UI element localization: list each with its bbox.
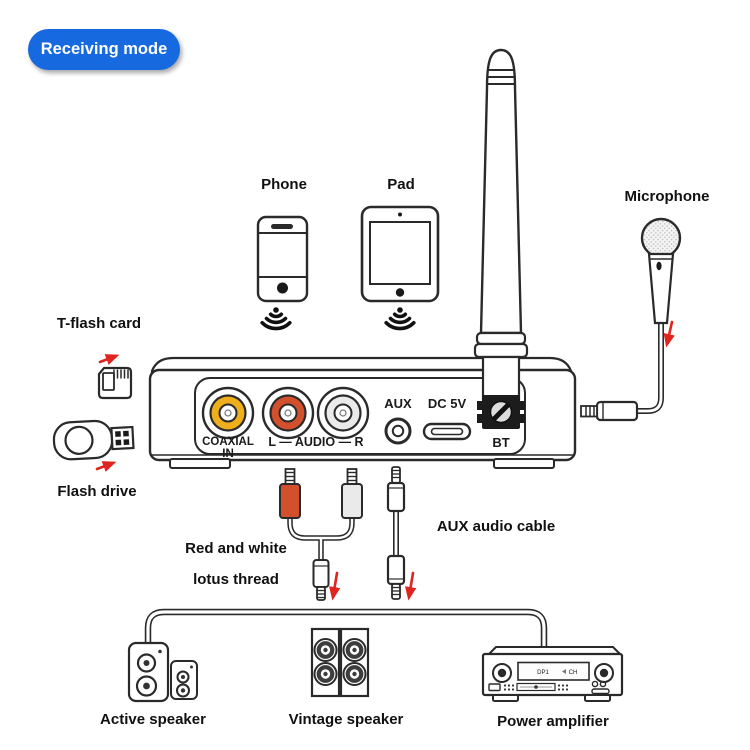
phone-label: Phone — [261, 176, 307, 193]
bt-label: BT — [492, 435, 509, 450]
coaxial-in-label: IN — [222, 448, 234, 460]
active-speaker-icon — [127, 641, 198, 703]
coaxial-label: COAXIAL — [202, 436, 254, 448]
phone-icon — [256, 215, 309, 303]
aux-cable-icon — [386, 466, 406, 600]
bt-antenna-connector — [477, 395, 525, 429]
phone-wireless-signal-icon — [260, 307, 292, 331]
vintage-speaker-icon — [310, 627, 370, 698]
lotus-cable-label-line1: Red and white — [185, 540, 287, 557]
audio-left-jack — [261, 386, 315, 440]
pad-label: Pad — [387, 176, 415, 193]
audio-right-jack — [316, 386, 370, 440]
amp-display-left-text: DP1 — [537, 670, 549, 676]
flash-drive-insert-arrow — [95, 461, 117, 472]
power-amplifier-label: Power amplifier — [497, 713, 609, 730]
aux-cable-label: AUX audio cable — [436, 518, 556, 535]
coaxial-jack — [201, 386, 255, 440]
pad-icon — [360, 205, 440, 303]
rca-plug-arrow — [329, 571, 341, 601]
usb-c-port — [422, 422, 472, 441]
dc-power-label: DC 5V — [428, 396, 467, 411]
power-amplifier-icon — [481, 646, 624, 702]
aux-plug-arrow — [405, 571, 417, 601]
aux-port — [384, 417, 412, 445]
tflash-insert-arrow — [98, 354, 120, 365]
rca-lotus-cable — [279, 468, 363, 601]
microphone-icon — [580, 217, 682, 422]
lotus-cable-label-line2: lotus thread — [193, 571, 279, 588]
receiving-mode-badge: Receiving mode — [28, 29, 180, 70]
amp-display-right-text: CH — [569, 670, 578, 676]
vintage-speaker-label: Vintage speaker — [288, 711, 404, 728]
flash-drive-label: Flash drive — [57, 483, 137, 500]
pad-wireless-signal-icon — [384, 307, 416, 331]
aux-port-label: AUX — [384, 396, 412, 411]
flash-drive-icon — [52, 419, 135, 461]
audio-lr-label: L — AUDIO — R — [268, 435, 363, 449]
mic-plug-arrow — [663, 320, 675, 348]
speaker-output-cable — [144, 608, 548, 650]
tflash-card-label: T-flash card — [56, 315, 142, 332]
tflash-card-icon — [97, 366, 133, 400]
bt-antenna — [473, 48, 529, 401]
microphone-label: Microphone — [624, 188, 710, 205]
active-speaker-label: Active speaker — [100, 711, 206, 728]
